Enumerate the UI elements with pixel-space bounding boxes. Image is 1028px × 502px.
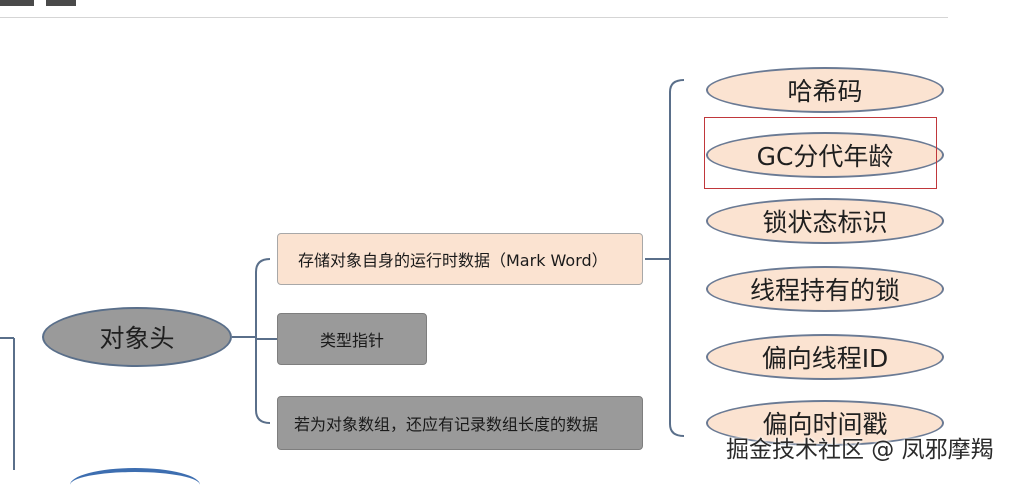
- type-pointer-label: 类型指针: [319, 331, 384, 350]
- field-gc-age: GC分代年龄: [706, 132, 944, 178]
- connector-lines: [0, 79, 685, 470]
- field-label: 线程持有的锁: [749, 276, 900, 305]
- object-header-node: 对象头: [42, 307, 232, 367]
- field-thread-lock: 线程持有的锁: [706, 266, 944, 312]
- field-biased-thread-id: 偏向线程ID: [706, 334, 944, 380]
- fields-bracket: [669, 79, 685, 437]
- field-label: 偏向线程ID: [761, 344, 889, 373]
- field-label: 偏向时间戳: [762, 410, 888, 439]
- array-length-box: 若为对象数组，还应有记录数组长度的数据: [277, 396, 643, 450]
- field-label: 哈希码: [787, 77, 863, 106]
- watermark-text: 掘金技术社区 @ 凤邪摩羯: [726, 437, 994, 463]
- object-header-label: 对象头: [99, 324, 175, 353]
- field-hash-code: 哈希码: [706, 67, 944, 113]
- gc-age-highlight-box: [704, 117, 937, 189]
- top-divider: [0, 17, 948, 18]
- mark-word-label: 存储对象自身的运行时数据（Mark Word）: [298, 251, 608, 270]
- array-length-label: 若为对象数组，还应有记录数组长度的数据: [294, 415, 599, 434]
- cropped-heading-fragment: [46, 0, 76, 6]
- cropped-heading-fragment: [0, 0, 34, 6]
- level2-bracket: [255, 258, 271, 424]
- cropped-next-node: [70, 468, 200, 502]
- field-lock-state: 锁状态标识: [706, 198, 944, 244]
- type-pointer-box: 类型指针: [277, 313, 427, 365]
- mark-word-box: 存储对象自身的运行时数据（Mark Word）: [277, 233, 643, 285]
- field-label: GC分代年龄: [756, 142, 894, 171]
- field-biased-timestamp: 偏向时间戳: [706, 400, 944, 446]
- field-label: 锁状态标识: [762, 208, 888, 237]
